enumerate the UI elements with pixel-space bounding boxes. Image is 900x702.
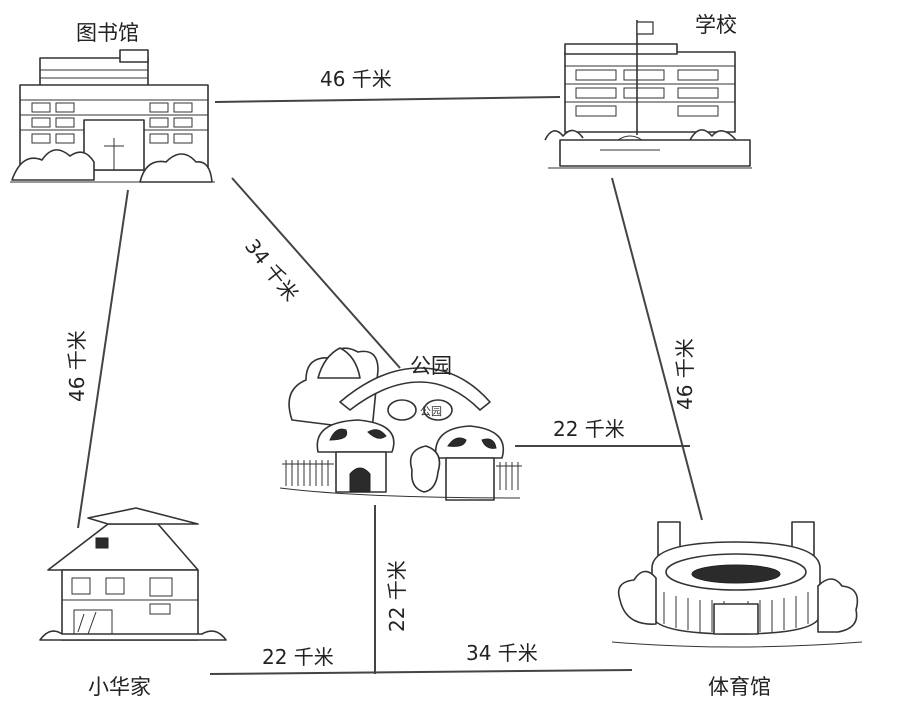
distance-library-school: 46 千米 xyxy=(320,67,392,91)
distance-library-home: 46 千米 xyxy=(65,330,89,402)
road-library-home xyxy=(77,189,129,529)
stadium-building xyxy=(611,521,863,648)
label-stadium: 体育馆 xyxy=(708,675,771,699)
park-illustration xyxy=(279,347,522,501)
road-library-school xyxy=(214,96,561,103)
distance-junction-stadium: 34 千米 xyxy=(466,641,538,665)
road-home-stadium xyxy=(209,669,633,675)
distance-home-junction: 22 千米 xyxy=(262,645,334,669)
park-gate-sign: 公园 xyxy=(420,405,442,418)
home-building xyxy=(39,507,227,641)
library-building xyxy=(10,49,215,183)
label-park: 公园 xyxy=(410,354,452,378)
road-library-park xyxy=(231,177,401,369)
distance-library-park: 34 千米 xyxy=(240,234,303,305)
distance-school-stadium: 46 千米 xyxy=(673,338,697,410)
label-home: 小华家 xyxy=(88,675,151,699)
label-library: 图书馆 xyxy=(76,21,139,45)
roads xyxy=(77,96,703,675)
distance-park-junction: 22 千米 xyxy=(385,560,409,632)
school-building xyxy=(544,20,752,169)
label-school: 学校 xyxy=(695,13,737,37)
road-school-stadium xyxy=(611,177,703,521)
distance-park-stadium: 22 千米 xyxy=(553,417,625,441)
